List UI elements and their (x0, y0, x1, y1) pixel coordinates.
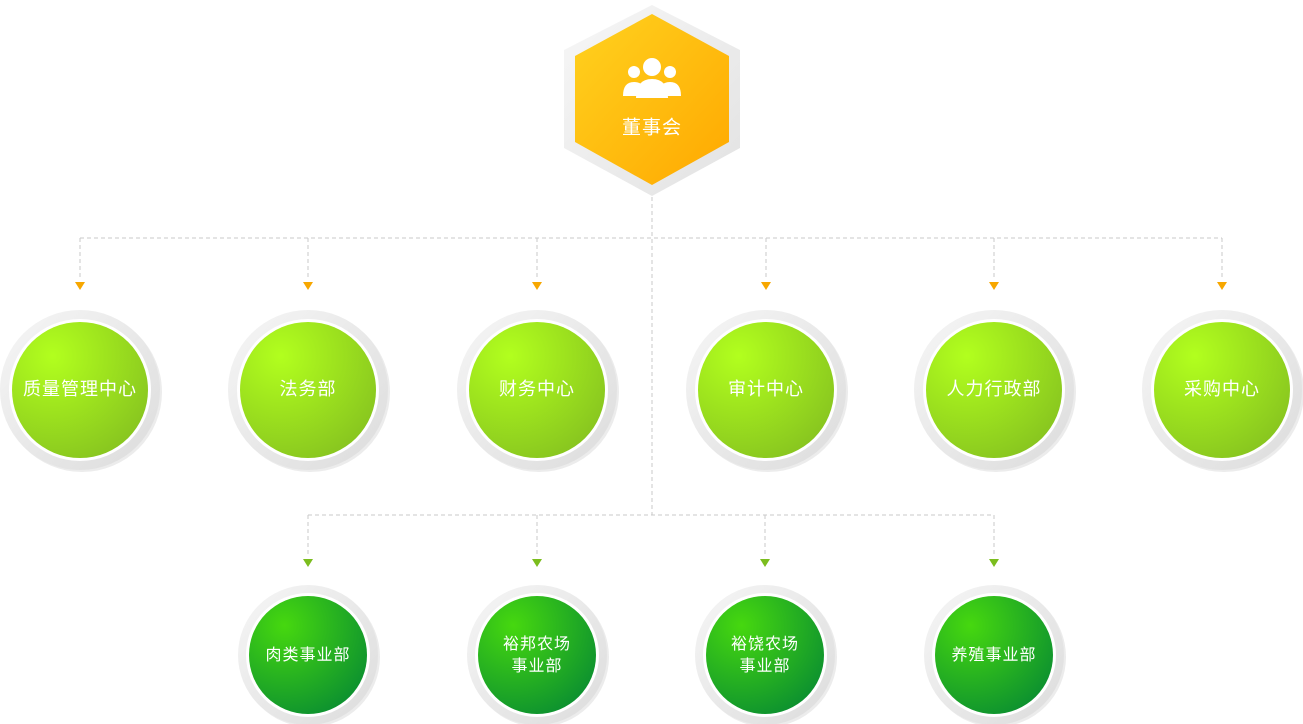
arrow-down-icon (75, 282, 85, 290)
node-label-line: 采购中心 (1184, 379, 1260, 400)
arrow-down-icon (760, 559, 770, 567)
arrow-down-icon (532, 559, 542, 567)
node-disc (926, 322, 1062, 458)
node-disc (240, 322, 376, 458)
root-node-board[interactable]: 董事会 (564, 5, 740, 196)
node-label: 肉类事业部 (265, 645, 350, 664)
department-node[interactable]: 审计中心 (686, 310, 848, 472)
node-disc (935, 596, 1053, 714)
users-icon (623, 58, 681, 98)
node-disc (12, 322, 148, 458)
node-disc (698, 322, 834, 458)
department-row-1: 质量管理中心 法务部 财务中心 审计中心 人力行政部 采购中心 (0, 310, 1303, 472)
node-label: 财务中心 (499, 379, 575, 400)
department-node[interactable]: 法务部 (228, 310, 390, 472)
department-node[interactable]: 裕饶农场事业部 (695, 585, 837, 724)
node-label: 养殖事业部 (951, 645, 1036, 664)
node-label: 法务部 (280, 379, 337, 400)
arrow-down-icon (989, 282, 999, 290)
department-node[interactable]: 养殖事业部 (924, 585, 1066, 724)
node-label: 裕饶农场事业部 (731, 634, 799, 675)
node-label: 采购中心 (1184, 379, 1260, 400)
node-label-line: 裕邦农场 (503, 634, 571, 653)
node-label: 裕邦农场事业部 (503, 634, 571, 675)
department-node[interactable]: 采购中心 (1142, 310, 1303, 472)
department-node[interactable]: 财务中心 (457, 310, 619, 472)
arrow-down-icon (532, 282, 542, 290)
node-label-line: 肉类事业部 (265, 645, 350, 664)
node-label-line: 养殖事业部 (951, 645, 1036, 664)
node-label-line: 人力行政部 (947, 379, 1042, 400)
department-node[interactable]: 肉类事业部 (238, 585, 380, 724)
root-label: 董事会 (622, 117, 682, 139)
department-node[interactable]: 裕邦农场事业部 (467, 585, 609, 724)
node-label-line: 审计中心 (728, 379, 804, 400)
arrow-down-icon (761, 282, 771, 290)
connector-arrows (75, 282, 1227, 567)
arrow-down-icon (303, 559, 313, 567)
root-hexagon (575, 14, 729, 185)
connector-lines (79, 197, 1223, 555)
node-disc (1154, 322, 1290, 458)
department-node[interactable]: 质量管理中心 (0, 310, 162, 472)
node-disc (249, 596, 367, 714)
node-label-line: 法务部 (280, 379, 337, 400)
arrow-down-icon (1217, 282, 1227, 290)
node-label-line: 质量管理中心 (23, 379, 137, 400)
arrow-down-icon (989, 559, 999, 567)
node-label-line: 事业部 (739, 655, 790, 674)
arrow-down-icon (303, 282, 313, 290)
node-disc (469, 322, 605, 458)
node-label-line: 裕饶农场 (731, 634, 799, 653)
node-label: 人力行政部 (947, 379, 1042, 400)
node-label-line: 财务中心 (499, 379, 575, 400)
node-label: 质量管理中心 (23, 379, 137, 400)
node-label-line: 事业部 (511, 655, 562, 674)
node-label: 审计中心 (728, 379, 804, 400)
node-disc (478, 596, 596, 714)
node-disc (706, 596, 824, 714)
department-node[interactable]: 人力行政部 (914, 310, 1076, 472)
